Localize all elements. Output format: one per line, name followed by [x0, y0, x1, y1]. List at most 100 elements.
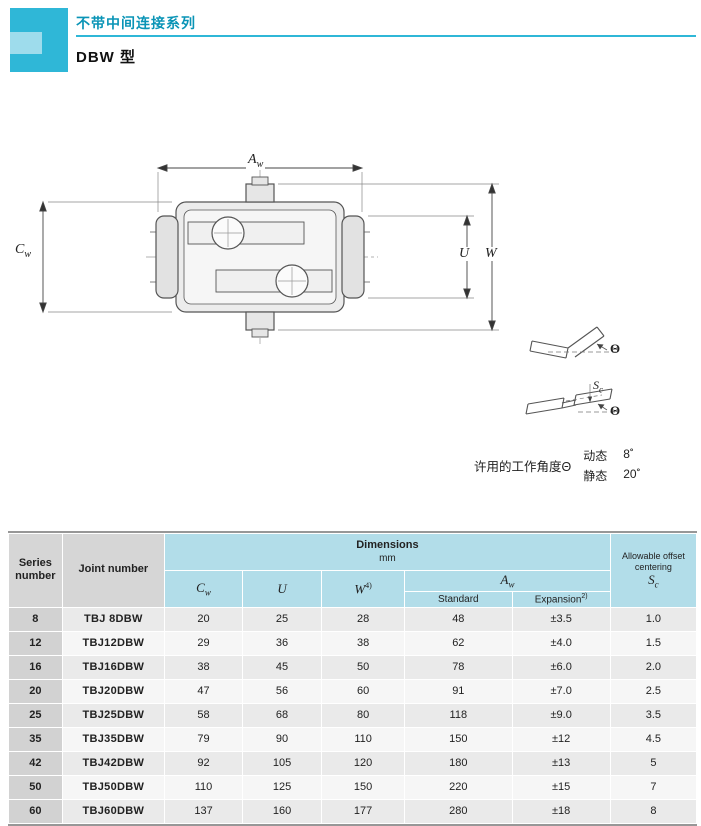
dim-label-cw: Cw [13, 242, 34, 260]
type-title: DBW 型 [76, 49, 136, 66]
cell-w: 80 [322, 703, 405, 727]
cell-aw-standard: 180 [405, 751, 512, 775]
cell-u: 45 [243, 655, 322, 679]
cell-u: 105 [243, 751, 322, 775]
brand-block [10, 8, 68, 72]
static-value: 20˚ [623, 467, 641, 481]
cell-aw-expansion: ±3.5 [512, 607, 610, 631]
cell-cw: 29 [165, 631, 243, 655]
cell-cw: 20 [165, 607, 243, 631]
cell-u: 56 [243, 679, 322, 703]
cell-series-number: 12 [9, 631, 62, 655]
cell-sc: 4.5 [610, 727, 696, 751]
header-aw: Aw [405, 571, 610, 591]
work-angle-note: 许用的工作角度Θ 动态 8˚ 静态 20˚ [474, 447, 641, 484]
cell-series-number: 20 [9, 679, 62, 703]
cell-u: 160 [243, 799, 322, 823]
cell-joint-number: TBJ50DBW [62, 775, 165, 799]
cell-cw: 110 [165, 775, 243, 799]
cell-w: 150 [322, 775, 405, 799]
cell-cw: 58 [165, 703, 243, 727]
cell-w: 28 [322, 607, 405, 631]
cell-aw-expansion: ±4.0 [512, 631, 610, 655]
header-cw: Cw [165, 571, 243, 607]
joint-cross-section [146, 170, 378, 344]
cell-aw-standard: 280 [405, 799, 512, 823]
theta-angle-label: Θ [610, 341, 621, 356]
cell-series-number: 16 [9, 655, 62, 679]
cell-w: 50 [322, 655, 405, 679]
header-u: U [243, 571, 322, 607]
cell-w: 38 [322, 631, 405, 655]
static-label: 静态 [583, 469, 608, 483]
cell-w: 120 [322, 751, 405, 775]
cell-aw-expansion: ±12 [512, 727, 610, 751]
header-allowable-offset: Allowable offset centering Sc [610, 534, 696, 607]
cell-w: 177 [322, 799, 405, 823]
cell-cw: 79 [165, 727, 243, 751]
dynamic-value: 8˚ [623, 447, 634, 461]
spec-table-header: Series number Joint number Dimensions mm… [9, 534, 696, 607]
cell-aw-standard: 62 [405, 631, 512, 655]
cell-u: 68 [243, 703, 322, 727]
cell-aw-standard: 150 [405, 727, 512, 751]
cell-series-number: 50 [9, 775, 62, 799]
table-row: 60 TBJ60DBW 137 160 177 280 ±18 8 [9, 799, 696, 823]
table-row: 16 TBJ16DBW 38 45 50 78 ±6.0 2.0 [9, 655, 696, 679]
dynamic-label: 动态 [583, 449, 608, 463]
cell-series-number: 35 [9, 727, 62, 751]
cell-joint-number: TBJ 8DBW [62, 607, 165, 631]
cell-sc: 1.5 [610, 631, 696, 655]
table-row: 50 TBJ50DBW 110 125 150 220 ±15 7 [9, 775, 696, 799]
header-expansion: Expansion2) [512, 591, 610, 607]
table-row: 12 TBJ12DBW 29 36 38 62 ±4.0 1.5 [9, 631, 696, 655]
cell-joint-number: TBJ42DBW [62, 751, 165, 775]
cell-sc: 5 [610, 751, 696, 775]
cell-aw-expansion: ±15 [512, 775, 610, 799]
cell-series-number: 25 [9, 703, 62, 727]
cell-w: 110 [322, 727, 405, 751]
cell-sc: 8 [610, 799, 696, 823]
cell-series-number: 8 [9, 607, 62, 631]
cell-sc: 2.0 [610, 655, 696, 679]
cell-aw-standard: 220 [405, 775, 512, 799]
cell-u: 90 [243, 727, 322, 751]
cell-w: 60 [322, 679, 405, 703]
cell-aw-expansion: ±6.0 [512, 655, 610, 679]
dim-label-u: U [457, 246, 472, 261]
angle-diagram [529, 326, 616, 359]
cell-aw-expansion: ±18 [512, 799, 610, 823]
table-row: 42 TBJ42DBW 92 105 120 180 ±13 5 [9, 751, 696, 775]
cell-joint-number: TBJ60DBW [62, 799, 165, 823]
work-angle-values: 动态 8˚ 静态 20˚ [583, 447, 640, 484]
cell-joint-number: TBJ16DBW [62, 655, 165, 679]
cell-joint-number: TBJ12DBW [62, 631, 165, 655]
cell-series-number: 60 [9, 799, 62, 823]
cell-aw-expansion: ±9.0 [512, 703, 610, 727]
dim-label-w: W [483, 246, 499, 261]
brand-block-highlight [10, 32, 42, 54]
cell-sc: 1.0 [610, 607, 696, 631]
header-dimensions-title: Dimensions [356, 539, 419, 552]
spec-table-wrap: Series number Joint number Dimensions mm… [8, 531, 697, 826]
cell-sc: 3.5 [610, 703, 696, 727]
cell-joint-number: TBJ20DBW [62, 679, 165, 703]
table-body: 8 TBJ 8DBW 20 25 28 48 ±3.5 1.0 12 TBJ12… [9, 607, 696, 823]
sc-offset-label: Sc [593, 378, 603, 395]
cell-u: 25 [243, 607, 322, 631]
dim-label-aw: Aw [246, 152, 266, 170]
cell-aw-expansion: ±13 [512, 751, 610, 775]
table-row: 20 TBJ20DBW 47 56 60 91 ±7.0 2.5 [9, 679, 696, 703]
cell-sc: 2.5 [610, 679, 696, 703]
cell-cw: 38 [165, 655, 243, 679]
header-w: W4) [322, 571, 405, 607]
header-joint-number: Joint number [62, 534, 165, 607]
cell-aw-standard: 118 [405, 703, 512, 727]
cell-cw: 137 [165, 799, 243, 823]
cell-sc: 7 [610, 775, 696, 799]
cell-aw-expansion: ±7.0 [512, 679, 610, 703]
table-row: 35 TBJ35DBW 79 90 110 150 ±12 4.5 [9, 727, 696, 751]
header-dimensions-unit: mm [379, 552, 396, 564]
header-series-number: Series number [9, 534, 62, 607]
